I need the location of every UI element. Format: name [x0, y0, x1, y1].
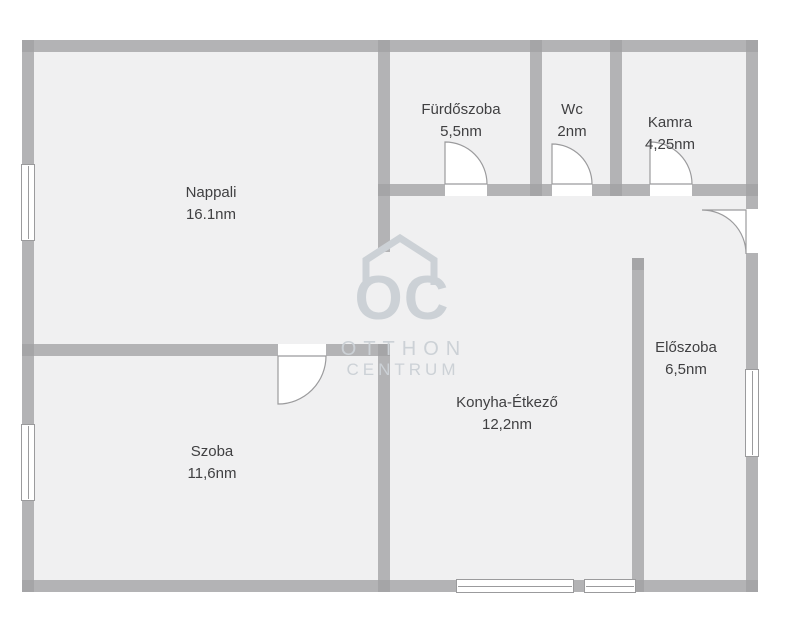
door-gap-entry — [746, 209, 758, 253]
wall-outer-left — [22, 40, 34, 592]
wall-nappali-konyha-upper — [378, 52, 390, 252]
wall-junction — [22, 580, 34, 592]
wall-junction — [746, 40, 758, 52]
wall-nappali-szoba-right — [326, 344, 390, 356]
window-eloszoba — [745, 369, 759, 457]
room-area: 11,6nm — [187, 465, 237, 482]
door-gap-furdoszoba — [445, 184, 487, 196]
wall-junction — [378, 40, 390, 52]
window-szoba — [21, 424, 35, 501]
room-name: Nappali — [185, 184, 237, 201]
room-label-konyha-etkezo: Konyha-Étkező 12,2nm — [456, 392, 558, 436]
wall-junction — [22, 40, 34, 52]
room-area: 12,2nm — [481, 416, 533, 433]
wall-junction — [746, 184, 758, 196]
room-label-nappali: Nappali 16.1nm — [186, 182, 237, 226]
floor-area — [34, 52, 746, 580]
wall-junction — [746, 580, 758, 592]
wall-junction — [632, 258, 644, 270]
room-label-eloszoba: Előszoba 6,5nm — [655, 337, 717, 381]
wall-under-kamra-right — [692, 184, 758, 196]
room-name: Kamra — [647, 114, 693, 131]
wall-junction — [610, 184, 622, 196]
room-area: 2nm — [557, 123, 587, 140]
room-label-wc: Wc 2nm — [557, 99, 586, 143]
wall-junction — [378, 580, 390, 592]
wall-szoba-konyha — [378, 344, 390, 580]
wall-junction — [22, 344, 34, 356]
door-gap-wc — [552, 184, 592, 196]
room-area: 16.1nm — [185, 206, 237, 223]
wall-junction — [378, 184, 390, 196]
wall-wc-kamra — [610, 52, 622, 184]
room-label-furdoszoba: Fürdőszoba 5,5nm — [421, 99, 500, 143]
wall-under-furdoszoba-left — [378, 184, 445, 196]
wall-under-furdoszoba-wc — [487, 184, 552, 196]
wall-junction — [530, 40, 542, 52]
door-gap-kamra — [650, 184, 692, 196]
wall-nappali-szoba-left — [22, 344, 278, 356]
room-area: 6,5nm — [665, 361, 707, 378]
wall-outer-right — [746, 40, 758, 592]
room-name: Konyha-Étkező — [456, 394, 558, 411]
room-area: 5,5nm — [440, 123, 482, 140]
room-name: Fürdőszoba — [421, 101, 501, 118]
wall-furdoszoba-wc — [530, 52, 542, 184]
room-label-szoba: Szoba 11,6nm — [188, 441, 237, 485]
wall-junction — [530, 184, 542, 196]
room-name: Előszoba — [655, 339, 717, 356]
room-area: 4,25nm — [644, 136, 696, 153]
wall-konyha-eloszoba — [632, 258, 644, 580]
window-konyha-left — [456, 579, 574, 593]
room-label-kamra: Kamra 4,25nm — [645, 112, 695, 156]
wall-junction — [610, 40, 622, 52]
room-name: Wc — [561, 101, 583, 118]
window-nappali — [21, 164, 35, 241]
door-gap-szoba — [278, 344, 326, 356]
wall-junction — [378, 344, 390, 356]
wall-outer-bottom — [22, 580, 758, 592]
room-name: Szoba — [190, 443, 234, 460]
window-konyha-right — [584, 579, 636, 593]
wall-outer-top — [22, 40, 758, 52]
